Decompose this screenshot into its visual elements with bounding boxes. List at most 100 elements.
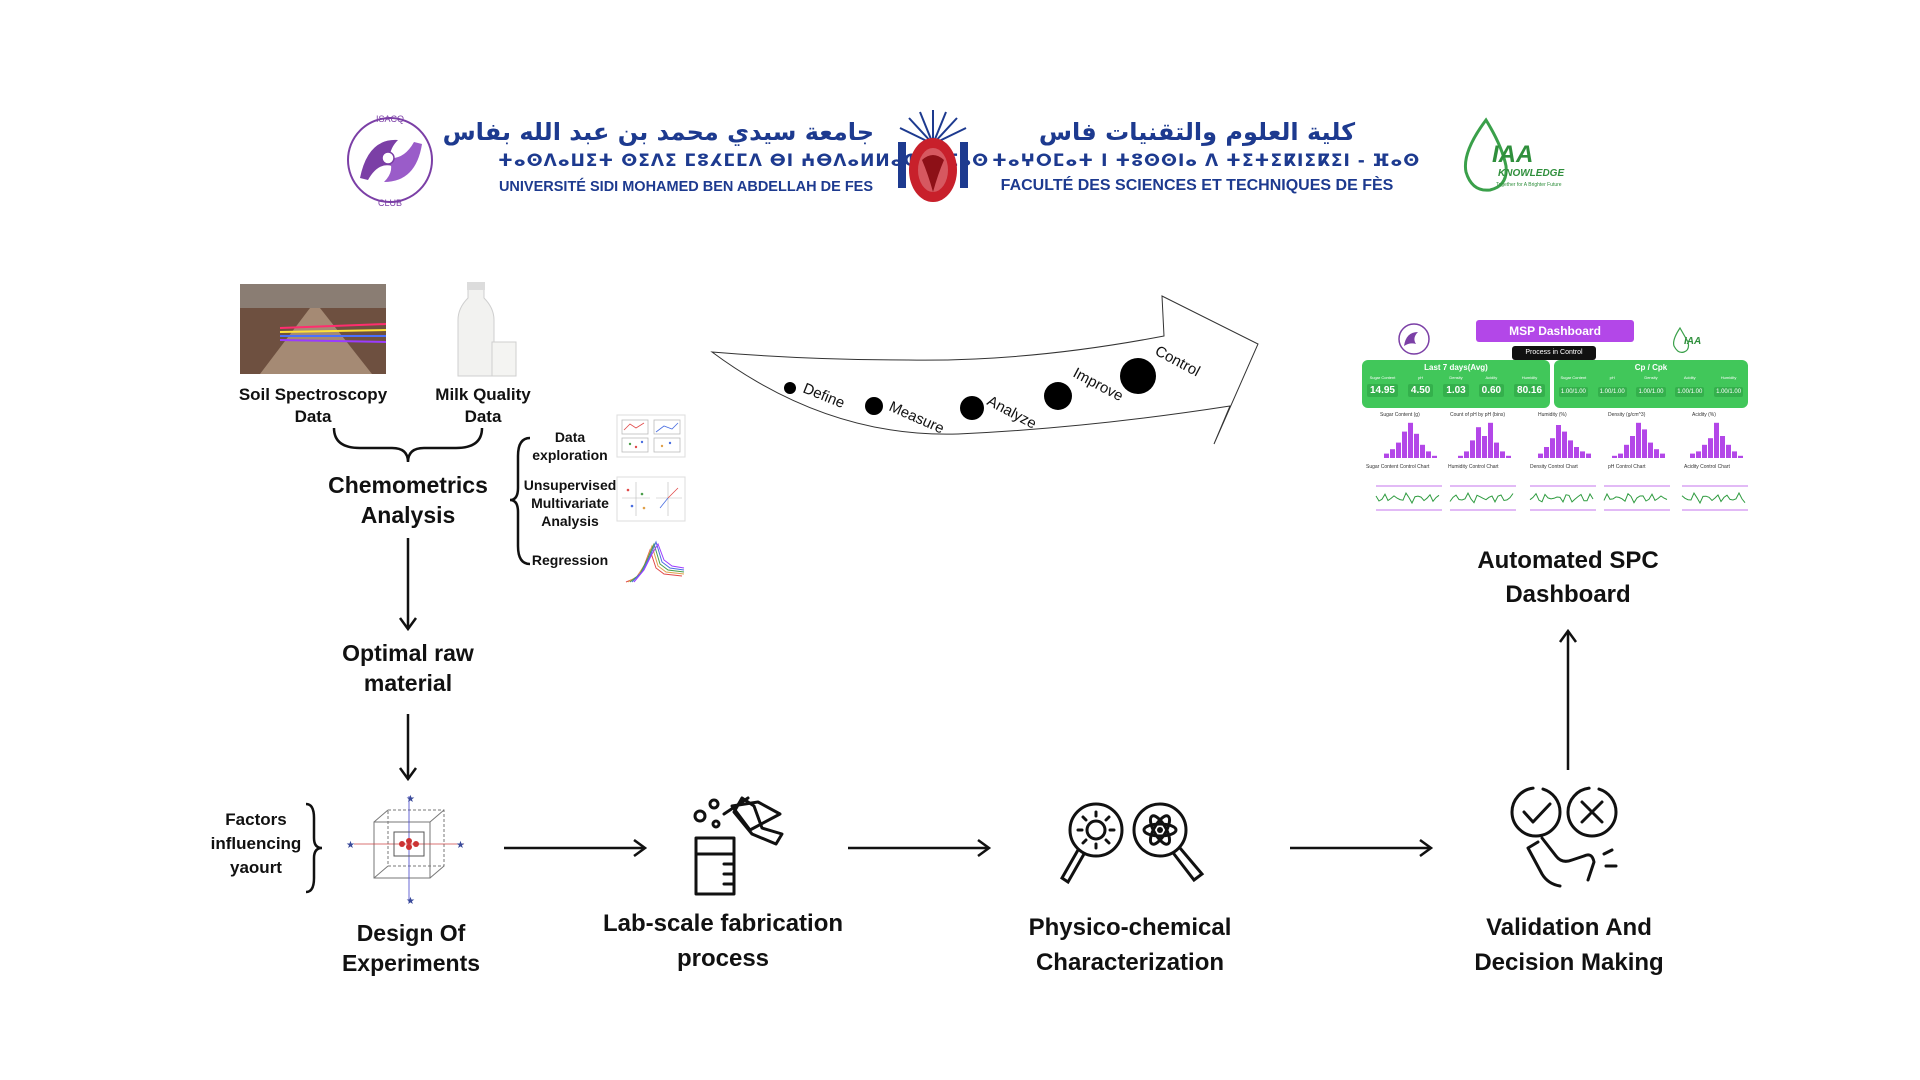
mini-hist-bar (1414, 433, 1419, 458)
soil-spectroscopy-label: Soil Spectroscopy Data (238, 385, 388, 426)
hist-title-5: Acidity (%) (1692, 412, 1716, 418)
lab-flask-icon (693, 796, 784, 896)
arrow-to-optimal (398, 538, 418, 632)
mini-hist-bar (1384, 453, 1389, 458)
mini-hist-bar (1538, 453, 1543, 458)
method-data-exploration: Data exploration (532, 429, 608, 463)
hist-title-2: Count of pH by pH (bins) (1450, 412, 1506, 418)
mini-hist-bar (1612, 455, 1617, 458)
validation-decision-label: Validation And Decision Making (1474, 914, 1664, 976)
mini-hist-bar (1556, 425, 1561, 458)
mini-control-line (1375, 492, 1440, 505)
mini-hist-bar (1726, 444, 1731, 458)
unsupervised-thumbnail (616, 476, 686, 522)
mini-hist-bar (1402, 431, 1407, 458)
mini-hist-bar (1624, 444, 1629, 458)
mini-hist-bar (1470, 440, 1475, 458)
mini-hist-bar (1636, 422, 1641, 458)
svg-text:★: ★ (406, 896, 415, 906)
data-exploration-thumbnail (616, 414, 686, 458)
mini-hist-bar (1408, 422, 1413, 458)
mini-control-line (1681, 491, 1746, 505)
hist-title-3: Humidity (%) (1538, 412, 1567, 418)
svg-text:★: ★ (406, 794, 415, 805)
mini-hist-bar (1432, 455, 1437, 458)
milk-bottle-photo (454, 280, 518, 380)
inputs-brace (332, 427, 484, 463)
mini-hist-bar (1396, 442, 1401, 458)
hist-title-1: Sugar Content (g) (1380, 412, 1420, 418)
faculty-french-name: FACULTÉ DES SCIENCES ET TECHNIQUES DE FÈ… (1000, 177, 1394, 194)
mini-hist-bar (1464, 451, 1469, 458)
mini-hist-bar (1420, 444, 1425, 458)
lab-scale-label: Lab-scale fabrication process (602, 910, 844, 972)
mini-hist-bar (1500, 451, 1505, 458)
iaa-knowledge-logo: IAA KNOWLEDGE Together for A Brighter Fu… (1456, 116, 1586, 202)
automated-spc-label: Automated SPC Dashboard (1477, 547, 1659, 608)
mini-hist-bar (1696, 451, 1701, 458)
mini-hist-bar (1660, 453, 1665, 458)
mini-hist-bar (1426, 451, 1431, 458)
iaa-logo-name: IAA (1492, 141, 1533, 168)
isaqo-top-text: ISACQ (376, 114, 404, 124)
mini-hist-bar (1586, 453, 1591, 458)
mini-hist-bar (1544, 447, 1549, 458)
university-tifinagh-name: ⵜⴰⵙⴷⴰⵡⵉⵜ ⵙⵉⴷⵉ ⵎⵓⵃⵎⵎⴷ ⴱⵏ ⵄⴱⴷⴰⵍⵍⴰⵀ ⵏ ⴼⴰⵙ (498, 151, 990, 171)
iaa-logo-tagline: Together for A Brighter Future (1496, 182, 1562, 188)
arrow-validation-to-spc (1558, 628, 1578, 770)
validation-decision-icon (1510, 786, 1618, 888)
control-title-2: Humidity Control Chart (1448, 464, 1499, 470)
mini-hist-bar (1732, 451, 1737, 458)
dashboard-title: MSP Dashboard (1476, 320, 1634, 342)
mini-control-line (1603, 492, 1668, 504)
svg-text:★: ★ (456, 840, 465, 851)
control-title-5: Acidity Control Chart (1684, 464, 1730, 470)
spc-dashboard-thumbnail: MSP Dashboard Process in Control IAA Las… (1362, 318, 1748, 528)
regression-thumbnail (623, 539, 687, 587)
arrow-physico-to-validation (1290, 838, 1434, 858)
faculty-tifinagh-name: ⵜⴰⵖⵔⵎⴰⵜ ⵏ ⵜⵓⵙⵙⵏⴰ ⴷ ⵜⵉⵜⵉⴽⵏⵉⴽⵉⵏ - ⴼⴰⵙ (992, 151, 1421, 171)
optimal-raw-material-label: Optimal raw material (342, 640, 474, 696)
iaa-logo-sub: KNOWLEDGE (1498, 168, 1564, 179)
arrow-lab-to-physico (848, 838, 992, 858)
isaqo-bottom-text: CLUB (378, 198, 402, 208)
mini-hist-bar (1630, 436, 1635, 458)
mini-hist-bar (1482, 436, 1487, 458)
control-title-4: pH Control Chart (1608, 464, 1646, 470)
factors-label: Factors influencing yaourt (210, 810, 302, 877)
mini-control-line (1529, 492, 1594, 503)
mini-hist-bar (1568, 440, 1573, 458)
mini-hist-bar (1550, 438, 1555, 458)
dashboard-status: Process in Control (1512, 346, 1596, 360)
mini-hist-bar (1488, 422, 1493, 458)
soil-spectroscopy-photo (240, 284, 386, 374)
dashboard-iaa-logo: IAA (1673, 326, 1701, 353)
cp-panel-title: Cp / Cpk (1634, 363, 1668, 372)
mini-control-line (1449, 492, 1514, 504)
mini-hist-bar (1708, 438, 1713, 458)
milk-quality-label: Milk Quality Data (435, 385, 531, 426)
doe-cube-diagram: ★ ★ ★ ★ (346, 794, 465, 906)
mini-hist-bar (1494, 442, 1499, 458)
university-emblem (892, 104, 974, 208)
method-unsupervised: Unsupervised Multivariate Analysis (523, 477, 617, 529)
svg-text:★: ★ (346, 840, 355, 851)
mini-hist-bar (1506, 455, 1511, 458)
mini-hist-bar (1720, 436, 1725, 458)
mini-hist-bar (1654, 449, 1659, 458)
mini-hist-bar (1648, 442, 1653, 458)
dashboard-isaqo-logo (1398, 323, 1430, 355)
isaqo-club-logo: ISACQ CLUB (338, 108, 442, 208)
kpi-panel-title: Last 7 days(Avg) (1424, 363, 1488, 372)
mini-hist-bar (1458, 455, 1463, 458)
